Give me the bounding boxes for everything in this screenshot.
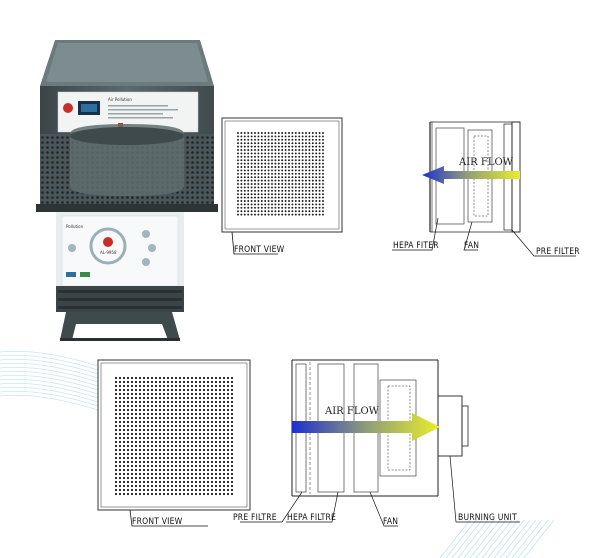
top-airflow-arrow: AIR FLOW	[422, 157, 520, 184]
bottom-label-burning: BURNING UNIT	[458, 513, 517, 523]
bottom-airflow-label: AIR FLOW	[324, 406, 380, 417]
bottom-airflow-arrow: AIR FLOW	[292, 406, 440, 441]
top-label-prefilter: PRE FILTER	[536, 247, 580, 257]
burning-unit	[437, 395, 463, 457]
top-airflow-label: AIR FLOW	[458, 157, 514, 168]
top-label-hepa: HEPA FITER	[393, 241, 439, 251]
bottom-side-labels: PRE FILTRE HEPA FILTRE FAN BURNING UNIT	[233, 455, 520, 527]
decorative-swoosh-right	[439, 519, 555, 558]
product-photo: Air Pollution Pollution AL-9958	[36, 40, 218, 341]
poster-logo-icon	[103, 237, 113, 247]
bottom-label-prefilter: PRE FILTRE	[233, 513, 277, 523]
bottom-front-view: FRONT VIEW	[97, 359, 251, 527]
perforation-grid	[114, 376, 234, 496]
top-front-view: FRONT VIEW	[221, 117, 343, 255]
poster-model: AL-9958	[100, 250, 117, 255]
bottom-label-hepa: HEPA FILTRE	[287, 513, 336, 523]
top-side-view	[429, 121, 521, 233]
bottom-label-fan: FAN	[383, 517, 398, 527]
decorative-swoosh-left	[0, 350, 99, 411]
poster-brand: Pollution	[66, 224, 84, 229]
top-side-labels: HEPA FITER FAN PRE FILTER	[392, 217, 580, 257]
top-front-view-label: FRONT VIEW	[234, 245, 285, 255]
logo-icon	[63, 103, 73, 113]
top-label-fan: FAN	[464, 241, 479, 251]
bottom-front-view-label: FRONT VIEW	[132, 517, 183, 527]
perforation-grid	[237, 132, 324, 216]
panel-brand: Air Pollution	[108, 97, 132, 102]
